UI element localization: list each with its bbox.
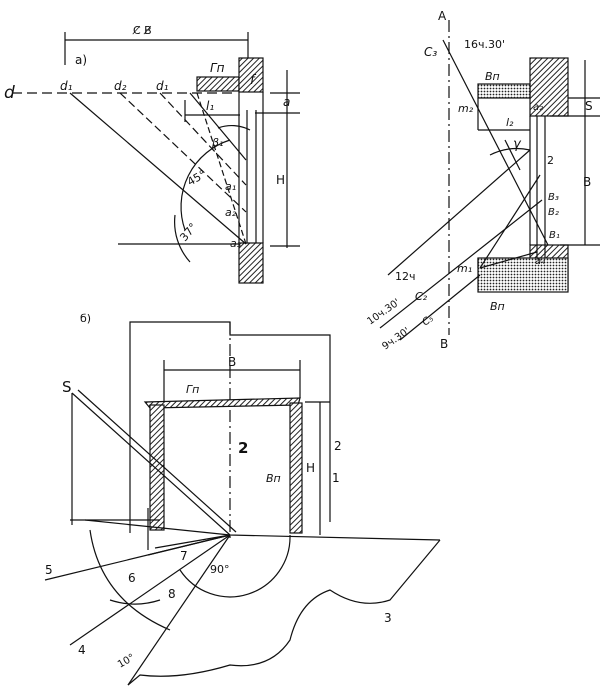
lintel-label: Γп: [210, 61, 225, 75]
dimension-label-top: C̸ B̸: [132, 24, 152, 37]
ground-line: [84, 519, 441, 541]
B1-label: B₁: [549, 230, 560, 241]
l2-label: l₂: [506, 116, 514, 129]
S-label-b: S: [62, 378, 72, 396]
ray-7: [147, 534, 231, 556]
lintel-label-b: Гп: [186, 383, 199, 396]
point-d3-label: d₁: [156, 79, 169, 93]
ray-S-2: [77, 389, 237, 533]
a2-label-plan: a₂: [533, 102, 543, 113]
Bn-bottom-label: Bп: [490, 300, 505, 313]
ray-d4: [189, 92, 247, 161]
ray-C5: [399, 274, 481, 341]
panel-a-labels: a) C̸ B̸ d d₁ d₂ d₁ Γп f a l₁ H β₁ a₁ a₂…: [4, 24, 290, 250]
beta-label: β₁: [211, 136, 223, 149]
ray-d1: [69, 92, 247, 245]
angle-arc-45: [180, 139, 231, 231]
angle-45-label: 45°: [185, 168, 208, 189]
ray-12: [387, 149, 531, 276]
time-16h30: 16ч.30': [464, 38, 505, 51]
plan-sill-bottom: [477, 257, 569, 293]
num-6-label: 6: [128, 571, 136, 585]
angle-10-label: 10°: [116, 652, 137, 670]
plan-wall-top: [529, 57, 569, 117]
lintel-b: [143, 397, 301, 409]
S-label: S: [585, 99, 593, 113]
label-C2: C₂: [415, 290, 428, 303]
label-C5: C₅: [420, 313, 435, 328]
B3-label: B₃: [548, 192, 559, 203]
f-label: f: [250, 73, 257, 88]
B2-label: B₂: [548, 207, 559, 218]
angle-arc-beta: [217, 124, 251, 131]
angle-37-label: 37°: [177, 221, 199, 244]
arc-90: [179, 534, 291, 598]
num-5-label: 5: [45, 563, 53, 577]
time-9h30: 9ч.30': [380, 326, 412, 353]
Bn-top-label: Bп: [485, 70, 500, 83]
m2-label: m₂: [458, 102, 474, 115]
num-2-label: 2: [334, 439, 342, 453]
center-label-2: 2: [238, 439, 248, 457]
ray-A: [442, 39, 549, 246]
ray-C2: [379, 199, 543, 329]
B-dimension-label: B: [583, 175, 591, 189]
num-3-label: 3: [384, 611, 392, 625]
point-d1-label: d₁: [60, 79, 73, 93]
a4-label: a₄: [535, 256, 545, 267]
ray-d2: [119, 92, 247, 213]
point-d2-label: d₂: [114, 79, 127, 93]
time-10h30: 10ч.30': [365, 297, 402, 327]
ray-8: [154, 534, 231, 549]
num-8-label: 8: [168, 587, 176, 601]
ray-4: [69, 534, 231, 646]
a1-label: a₁: [225, 180, 236, 193]
num-1-label: 1: [332, 471, 340, 485]
ray-B1: [479, 251, 538, 269]
a3-label: a₃: [230, 237, 242, 250]
jamb-left: [149, 404, 165, 531]
num-7-label: 7: [180, 549, 188, 563]
time-12h: 12ч: [395, 270, 416, 283]
B-label-b: B: [228, 355, 236, 369]
l1-label: l₁: [206, 99, 214, 113]
point-2-label: 2: [547, 154, 554, 167]
ground-contour-3: [127, 539, 441, 686]
ray-10: [127, 534, 231, 686]
label-C3: C₃: [424, 45, 437, 59]
lintel-block: [196, 76, 240, 92]
plan-section: [379, 20, 600, 341]
panel-a-label: a): [75, 53, 87, 67]
arc-8: [109, 599, 161, 605]
gamma-line: [504, 139, 521, 171]
a2-label: a₂: [225, 206, 237, 219]
num-4-label: 4: [78, 643, 86, 657]
a-label: a: [283, 95, 290, 109]
angle-90-label: 90°: [210, 563, 230, 576]
ray-B2: [479, 174, 541, 269]
panel-b-label: б): [80, 312, 91, 325]
H-label-b: H: [306, 461, 315, 475]
m1-label: m₁: [457, 262, 472, 275]
panel-b-labels: б) S Гп B 2 H Bп 2 1 3 4 5 6 7 8 90° 10°: [45, 312, 392, 671]
arc-6: [89, 529, 171, 631]
H-label: H: [276, 173, 285, 187]
ray-d3: [159, 92, 247, 186]
panel-b-section: [44, 321, 441, 686]
wall-top: [238, 57, 264, 93]
wall-bottom: [238, 242, 264, 284]
plan-lintel-top: [477, 83, 531, 99]
angle-arc-37: [174, 214, 191, 263]
line-d-label: d: [4, 83, 15, 103]
label-A: A: [438, 9, 447, 23]
label-B: B: [440, 337, 448, 351]
gamma-label: γ: [513, 137, 522, 152]
jamb-right: [289, 402, 303, 534]
Bn-label-b: Bп: [266, 472, 281, 485]
ray-S-1: [71, 392, 231, 536]
panel-a-section: [12, 32, 300, 284]
